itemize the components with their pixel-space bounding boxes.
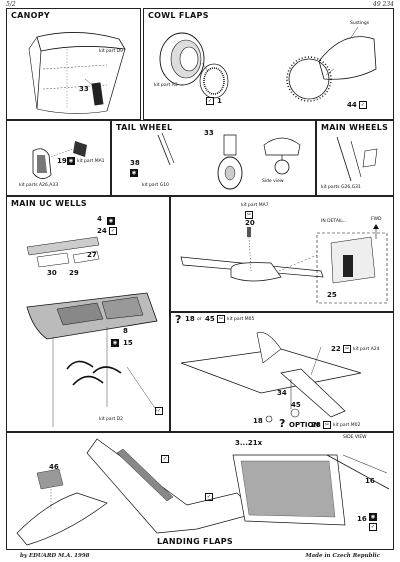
opt-kit-part-n: kit part M02 [333,423,361,428]
check-icon-6: ✓ [205,493,213,501]
uc-kit-part: kit part D2 [99,417,124,422]
paint-icon-5: ◉ [369,513,377,521]
opt-part-28: 28 [311,421,321,429]
opt-kit-part-a: kit part A24 [353,347,380,352]
flaps-part-16b: 16 [357,515,367,523]
option-panel: ? 18 or 45 ✂ kit part M05 22 ✂ kit part … [170,312,394,432]
opt-part-18a: 18 [185,315,195,323]
main-wheels-kit-parts: kit parts G26,G31 [321,185,361,190]
question-icon: ? [175,313,182,326]
cowl-part-b: 44 [347,101,357,109]
fwd-label: FWD [371,217,382,222]
footer-right: Made in Czech Republic [305,553,380,559]
uc-part-27: 27 [87,251,97,259]
tail-side-view: Side view [262,179,284,184]
cowl-part-a: 1 [217,97,222,105]
option-label: OPTION [289,421,320,429]
tail-wheel-drawing [157,132,301,190]
uc-part-4: 4 [97,215,102,223]
flaps-part-16a: 16 [365,477,375,485]
main-uc-wells-panel: MAIN UC WELLS 4 ◉ 24 ✓ 27 30 29 8 ◉ 15 ✓… [6,196,170,432]
fairing-kit-part: kit part MA1 [77,159,105,164]
page-number-left: 5/2 [6,1,16,8]
main-wheels-panel: MAIN WHEELS kit parts G26,G31 [316,120,394,196]
fairing-kit-parts: kit parts A26,A33 [19,183,59,188]
cowl-flaps-drawing [159,26,377,102]
check-icon-7: ✓ [369,523,377,531]
tail-wheel-part-top: 33 [204,129,214,137]
canopy-kit-part: kit part D9 [99,49,124,54]
canopy-part-number: 33 [79,85,89,93]
cowl-flaps-panel: COWL FLAPS Sustings kit part A3 ✓ 1 44 ✓ [143,8,394,120]
detail-panel: kit part MA7 ✂ 20 IN DETAIL... FWD 25 [170,196,394,312]
landing-flaps-title: LANDING FLAPS [157,537,233,546]
uc-wells-drawing [26,236,158,427]
footer-left: by EDUARD M.A. 1998 [20,553,90,559]
opt-part-45b: 45 [291,401,301,409]
side-view-label: SIDE VIEW [343,435,367,440]
uc-part-29: 29 [69,269,79,277]
opt-part-18b: 18 [253,417,263,425]
opt-or-a: or [197,317,202,322]
fairing-drawing [32,141,87,179]
uc-part-15: 15 [123,339,133,347]
cut-icon-4: ✂ [323,421,331,429]
cowl-check-icon-2: ✓ [359,101,367,109]
check-icon-3: ✓ [109,227,117,235]
cut-icon-2: ✂ [217,315,225,323]
cut-icon: ✂ [245,211,253,219]
flaps-range: 3...21x [235,439,263,447]
detail-drawing [180,224,388,304]
opt-part-22: 22 [331,345,341,353]
opt-part-45a: 45 [205,315,215,323]
in-detail-label: IN DETAIL... [321,219,348,224]
detail-kit-part: kit part MA7 [241,203,269,208]
tail-wheel-title: TAIL WHEEL [116,123,173,132]
canopy-title: CANOPY [11,11,51,20]
uc-part-30: 30 [47,269,57,277]
canopy-panel: CANOPY kit part D9 33 [6,8,141,120]
option-drawing [180,332,362,423]
check-icon-5: ✓ [161,455,169,463]
paint-icon: ◉ [67,157,75,165]
cut-icon-3: ✂ [343,345,351,353]
uc-part-8: 8 [123,327,128,335]
detail-part-25: 25 [327,291,337,299]
landing-flaps-panel: LANDING FLAPS 46 ✓ 3...21x SIDE VIEW 16 … [6,432,394,550]
cowl-check-icon: ✓ [206,97,214,105]
opt-kit-part-m: kit part M05 [227,317,255,322]
sustings-label: Sustings [350,21,370,26]
page-number-right: 49 234 [373,1,394,8]
question-icon-2: ? [279,417,286,430]
fairing-part-number: 19 [57,157,67,165]
cowl-flaps-title: COWL FLAPS [148,11,209,20]
check-icon-4: ✓ [155,407,163,415]
tail-wheel-part-left: 38 [130,159,140,167]
paint-icon-2: ◉ [130,169,138,177]
tail-wheel-kit-part: kit part G10 [142,183,169,188]
paint-icon-4: ◉ [111,339,119,347]
main-wheels-title: MAIN WHEELS [321,123,389,132]
paint-icon-3: ◉ [107,217,115,225]
fairing-panel: 19 ◉ kit part MA1 kit parts A26,A33 [6,120,111,196]
flaps-part-46: 46 [49,463,59,471]
cowl-kit-part: kit part A3 [154,83,178,88]
opt-part-34: 34 [277,389,287,397]
tail-wheel-panel: TAIL WHEEL 33 38 ◉ kit part G10 Side vie… [111,120,316,196]
main-wheels-drawing [336,136,378,182]
uc-part-24: 24 [97,227,107,235]
canopy-drawing [28,32,126,114]
main-uc-wells-title: MAIN UC WELLS [11,199,87,208]
landing-flaps-drawing [16,438,390,546]
detail-part-20: 20 [245,219,255,227]
